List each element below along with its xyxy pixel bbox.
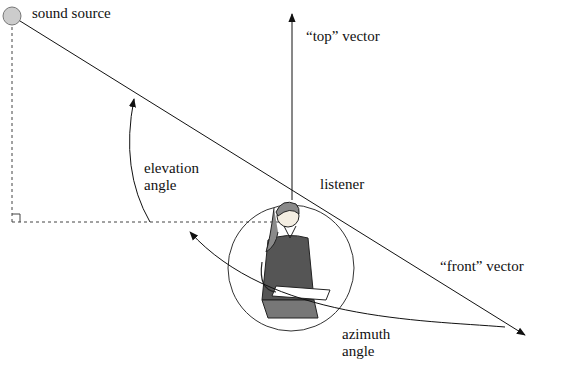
sound-source-symbol — [3, 7, 21, 25]
vector-label: “front” vector — [438, 258, 526, 275]
vector-label: “top” vector — [304, 28, 382, 45]
projection-line — [12, 27, 13, 222]
listener-circle — [228, 205, 354, 331]
front-vector — [12, 16, 525, 335]
right-angle-mark — [12, 214, 20, 222]
source-label: sound source — [30, 5, 113, 22]
top-vector — [292, 14, 293, 200]
projection-line — [12, 222, 284, 223]
listener-figure — [261, 202, 330, 318]
angle-label: elevation angle — [142, 160, 218, 193]
angle-label: azimuth angle — [340, 326, 408, 359]
azimuth-arc — [190, 232, 505, 327]
listener-label: listener — [318, 176, 366, 193]
